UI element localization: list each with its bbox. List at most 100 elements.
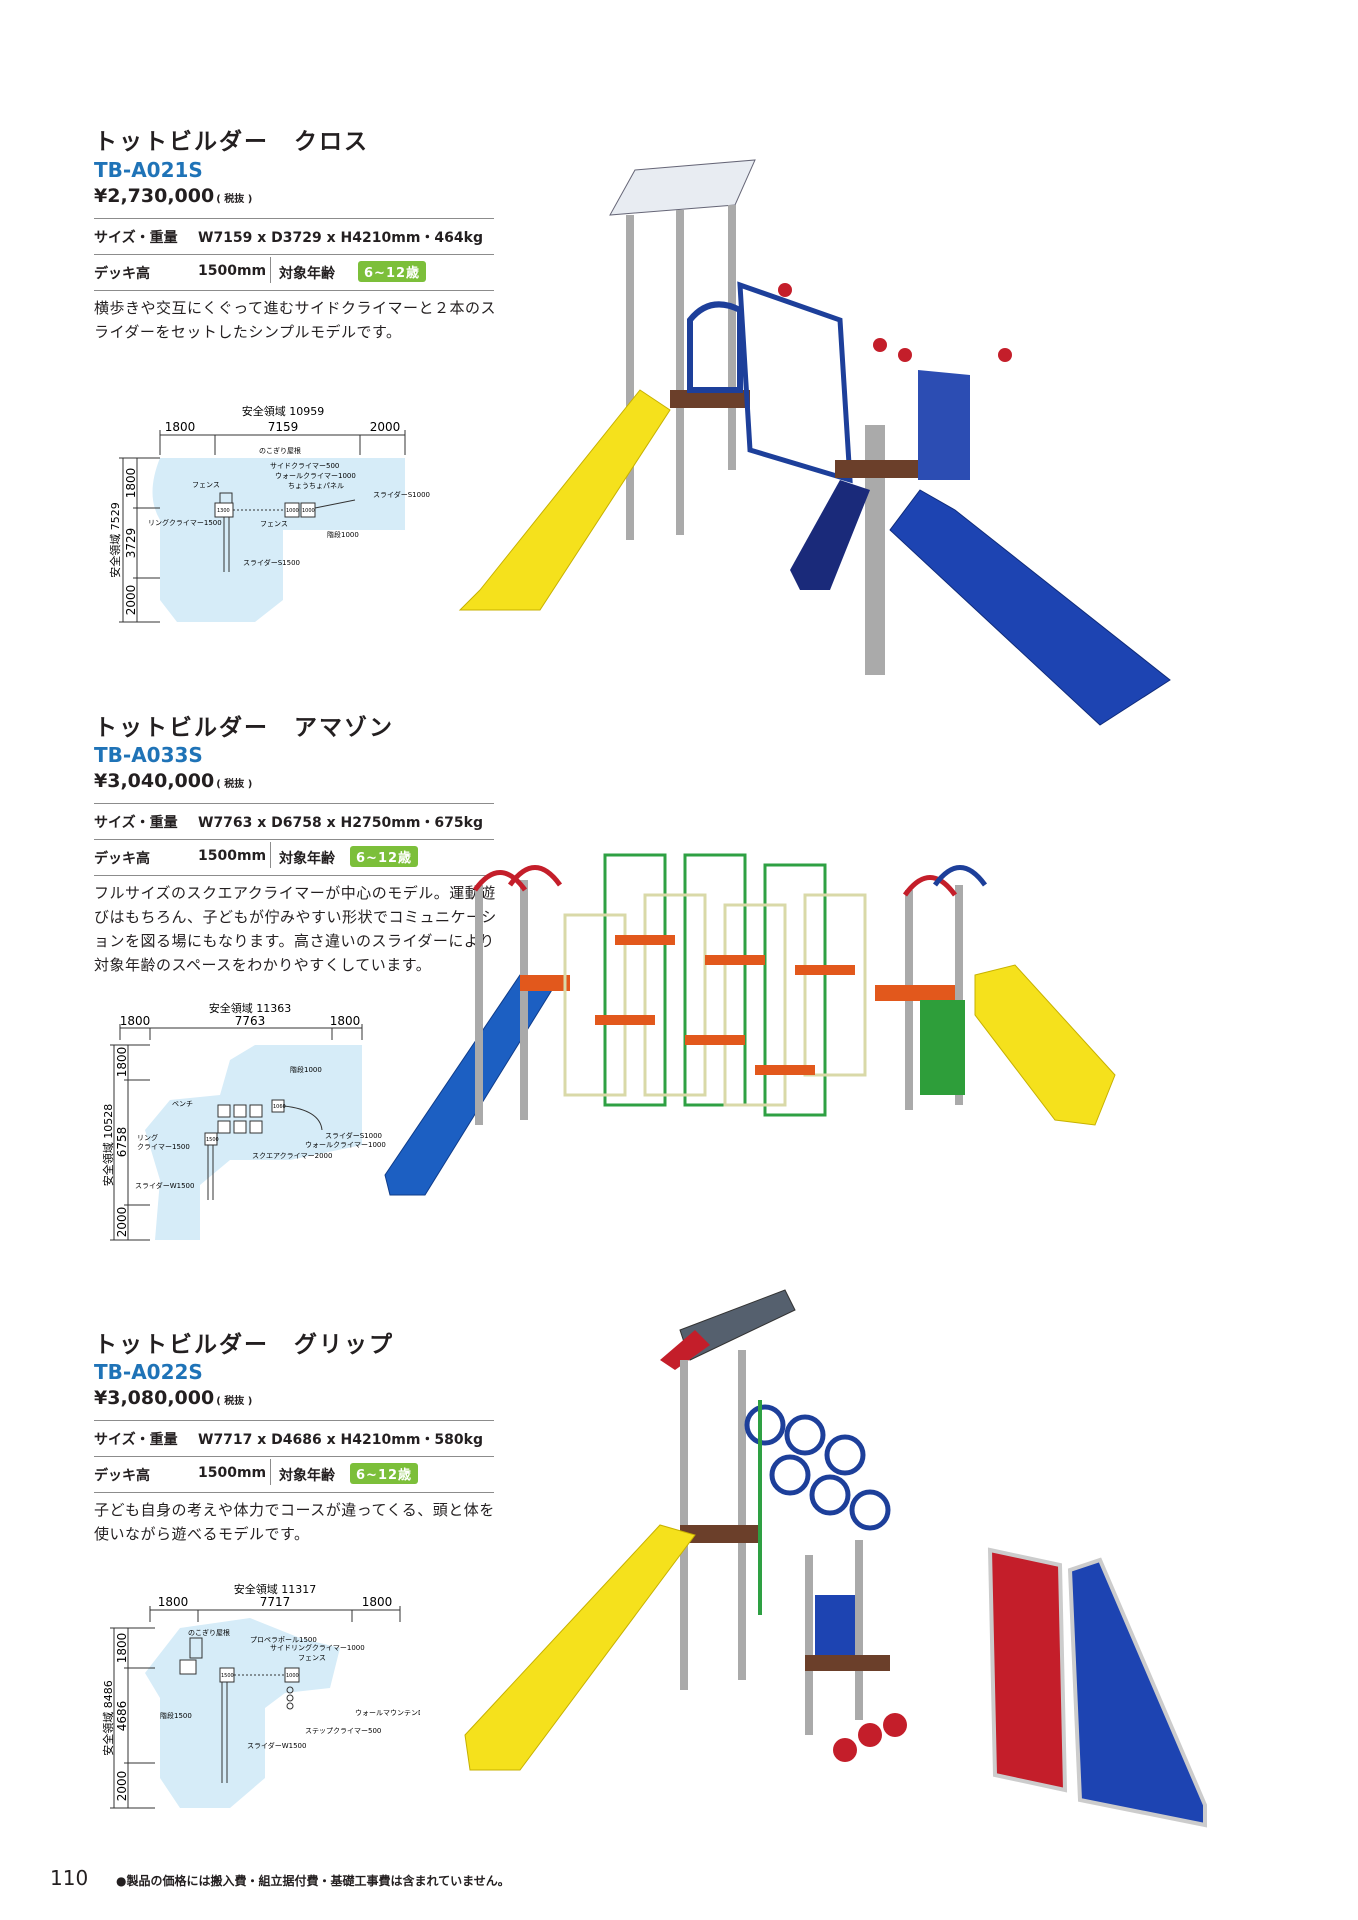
diagram-label: スライダーW1500 <box>247 1741 306 1750</box>
diagram-label: スクエアクライマー2000 <box>252 1152 332 1160</box>
divider <box>94 839 494 840</box>
product-price: ¥3,040,000( 税抜 ) <box>94 770 253 792</box>
dim-middle: 3729 <box>124 528 138 559</box>
diagram-label: ベンチ <box>172 1100 193 1108</box>
dim-center: 7159 <box>268 420 299 434</box>
product-code: TB-A021S <box>94 158 203 182</box>
safety-area <box>145 1045 362 1240</box>
age-badge: 6~12歳 <box>350 1463 419 1484</box>
size-value: W7159 x D3729 x H4210mm・464kg <box>198 230 483 246</box>
dim-bottom: 2000 <box>115 1207 129 1238</box>
diagram-label: フェンス <box>298 1654 326 1662</box>
diagram-label: スライダーS1500 <box>243 558 300 567</box>
safety-width: 安全領域 11317 <box>234 1582 317 1596</box>
divider <box>94 218 494 219</box>
deck-label: デッキ高 <box>94 851 150 867</box>
diagram-label: リングクライマー1500 <box>148 518 222 527</box>
age-label: 対象年齢 <box>279 851 335 867</box>
safety-area <box>152 458 405 622</box>
safety-width: 安全領域 10959 <box>242 404 325 418</box>
diagram-label: スライダーS1000 <box>325 1131 382 1140</box>
product-name: トットビルダー クロス <box>94 129 369 155</box>
product-description: 横歩きや交互にくぐって進むサイドクライマーと２本のスライダーをセットしたシンプル… <box>94 299 496 341</box>
product-description: 子ども自身の考えや体力でコースが違ってくる、頭と体を使いながら遊べるモデルです。 <box>94 1501 495 1543</box>
divider <box>94 290 494 291</box>
deck-value: 1500mm <box>198 1465 267 1481</box>
size-label: サイズ・重量 <box>94 230 178 246</box>
safety-depth: 安全領域 7529 <box>108 502 122 578</box>
dim-bottom: 2000 <box>115 1771 129 1802</box>
dim-top: 1800 <box>124 468 138 499</box>
diagram-label: 1000 <box>302 508 315 514</box>
age-label: 対象年齢 <box>279 266 335 282</box>
dim-bottom: 2000 <box>124 585 138 616</box>
age-badge: 6~12歳 <box>358 261 427 282</box>
diagram-label: のこぎり屋根 <box>188 1628 230 1637</box>
diagram-label: リング <box>137 1133 158 1142</box>
size-label: サイズ・重量 <box>94 1432 178 1448</box>
divider <box>270 1459 271 1485</box>
dim-center: 7763 <box>235 1014 266 1028</box>
dim-left: 1800 <box>165 420 196 434</box>
diagram-label: ウォールクライマー1000 <box>275 472 356 480</box>
product-name: トットビルダー アマゾン <box>94 715 394 741</box>
product-description: フルサイズのスクエアクライマーが中心のモデル。運動遊びはもちろん、子どもが佇みや… <box>94 884 497 974</box>
divider <box>270 257 271 283</box>
diagram-label: フェンス <box>192 481 220 489</box>
diagram-label: ウォールクライマー1000 <box>305 1141 386 1149</box>
deck-label: デッキ高 <box>94 266 150 282</box>
deck-value: 1500mm <box>198 263 267 279</box>
product-illustration <box>460 1285 1220 1849</box>
deck-value: 1500mm <box>198 848 267 864</box>
layout-diagram: 安全領域 10959 1800 7159 2000 安全領域 7529 1800… <box>105 400 435 634</box>
safety-depth: 安全領域 8486 <box>101 1680 115 1756</box>
diagram-label: のこぎり屋根 <box>259 446 301 455</box>
safety-depth: 安全領域 10528 <box>101 1104 115 1187</box>
diagram-label: 階段1500 <box>160 1711 192 1720</box>
page-number: 110 <box>50 1866 89 1890</box>
product-name: トットビルダー グリップ <box>94 1332 394 1358</box>
product-illustration <box>440 150 1200 744</box>
diagram-label: 1060 <box>273 1104 286 1110</box>
product-code: TB-A033S <box>94 743 203 767</box>
divider <box>94 875 494 876</box>
divider <box>94 254 494 255</box>
dim-center: 7717 <box>260 1595 291 1609</box>
dim-right: 1800 <box>362 1595 393 1609</box>
diagram-label: ウォールマウンテンDG <box>355 1709 420 1717</box>
product-price: ¥3,080,000( 税抜 ) <box>94 1387 253 1409</box>
diagram-label: サイドリングクライマー1000 <box>270 1643 365 1652</box>
dim-right: 2000 <box>370 420 401 434</box>
dim-left: 1800 <box>158 1595 189 1609</box>
age-badge: 6~12歳 <box>350 846 419 867</box>
diagram-label: 1500 <box>206 1137 219 1143</box>
diagram-label: ちょうちょパネル <box>288 482 344 490</box>
diagram-label: 1000 <box>286 1673 299 1679</box>
safety-width: 安全領域 11363 <box>209 1001 292 1015</box>
dim-top: 1800 <box>115 1047 129 1078</box>
diagram-label: 1500 <box>221 1673 234 1679</box>
divider <box>270 842 271 868</box>
divider <box>94 1456 494 1457</box>
diagram-label: スライダーW1500 <box>135 1181 194 1190</box>
product-illustration <box>375 835 1235 1209</box>
diagram-label: サイドクライマー500 <box>270 462 339 470</box>
dim-middle: 6758 <box>115 1127 129 1158</box>
dim-top: 1800 <box>115 1633 129 1664</box>
diagram-label: 階段1000 <box>290 1065 322 1074</box>
size-value: W7763 x D6758 x H2750mm・675kg <box>198 815 483 831</box>
size-label: サイズ・重量 <box>94 815 178 831</box>
diagram-label: 階段1000 <box>327 530 359 539</box>
dim-middle: 4686 <box>115 1701 129 1732</box>
size-value: W7717 x D4686 x H4210mm・580kg <box>198 1432 483 1448</box>
product-price: ¥2,730,000( 税抜 ) <box>94 185 253 207</box>
layout-diagram: 安全領域 11317 1800 7717 1800 安全領域 8486 1800… <box>100 1578 429 1822</box>
diagram-label: 1300 <box>217 508 230 514</box>
dim-right: 1800 <box>330 1014 361 1028</box>
layout-diagram: 安全領域 11363 1800 7763 1800 安全領域 10528 180… <box>100 1000 400 1254</box>
divider <box>94 803 494 804</box>
product-code: TB-A022S <box>94 1360 203 1384</box>
divider <box>94 1492 494 1493</box>
footer-note: ●製品の価格には搬入費・組立据付費・基礎工事費は含まれていません。 <box>116 1874 510 1888</box>
diagram-label: フェンス <box>260 520 288 528</box>
